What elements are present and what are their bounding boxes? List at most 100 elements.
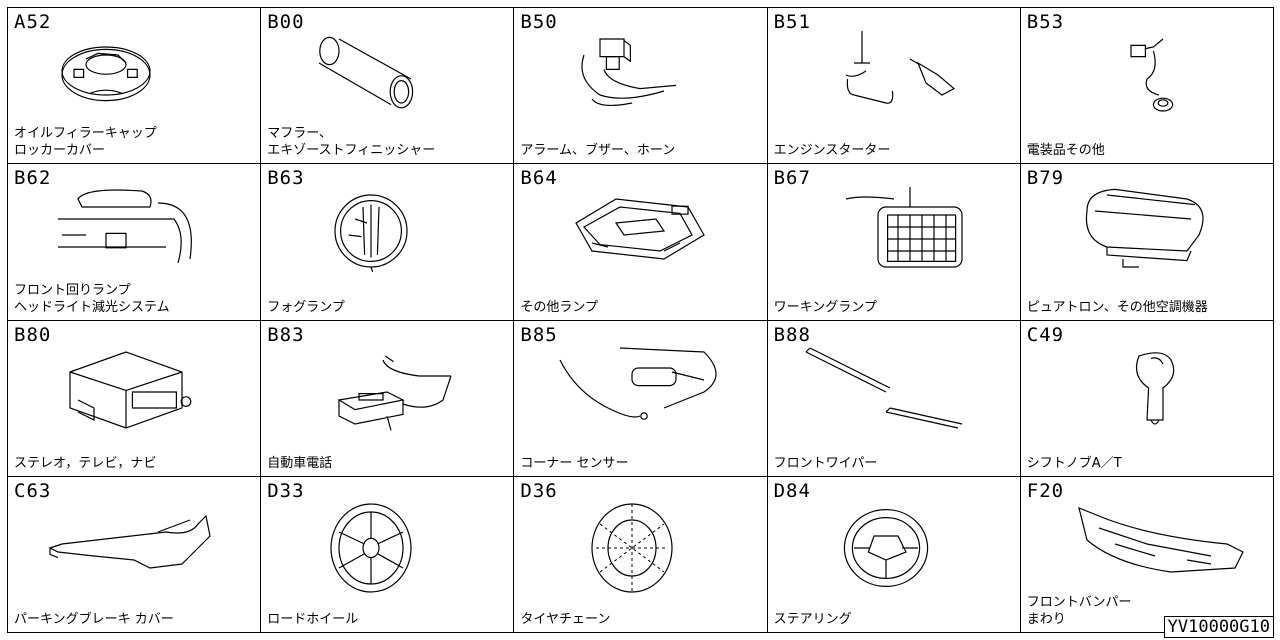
parts-category-grid: A52 オイルフィラーキャップロッカーカバー B00 マフラー、エキゾーストフィニッシ… (7, 7, 1274, 633)
category-label-line: ヘッドライト減光システム (14, 299, 170, 315)
category-label: ロードホイール (267, 611, 358, 628)
category-label-line: その他ランプ (520, 299, 599, 315)
category-label: エンジンスターター (774, 142, 891, 159)
category-cell-b53[interactable]: B53 電装品その他 (1020, 8, 1274, 165)
category-cell-b51[interactable]: B51 エンジンスターター (767, 8, 1021, 165)
category-code: B85 (520, 323, 558, 346)
category-cell-b79[interactable]: B79 ピュアトロン、その他空調機器 (1020, 164, 1274, 321)
category-cell-d33[interactable]: D33 ロードホイール (261, 476, 515, 633)
muffler-icon (291, 30, 491, 128)
category-code: B83 (267, 323, 305, 346)
category-label: ワーキングランプ (774, 299, 877, 316)
category-cell-b83[interactable]: B83 自動車電話 (261, 320, 515, 477)
category-cell-f20[interactable]: F20 フロントバンパーまわり (1020, 476, 1274, 633)
category-label-line: フロントワイパー (773, 455, 878, 471)
fog-lamp-icon (291, 186, 491, 284)
category-cell-b67[interactable]: B67 ワーキングランプ (767, 164, 1021, 321)
category-cell-b88[interactable]: B88 フロントワイパー (767, 320, 1021, 477)
category-code: B51 (773, 11, 811, 33)
category-code: B64 (520, 167, 558, 190)
category-code: C49 (1026, 323, 1065, 346)
category-label-line: アラーム、ブザー、ホーン (520, 143, 676, 159)
category-cell-a52[interactable]: A52 オイルフィラーキャップロッカーカバー (8, 8, 262, 165)
category-label-line: エンジンスターター (773, 143, 891, 159)
category-label-line: 電装品その他 (1026, 143, 1105, 159)
category-label-line: ワーキングランプ (773, 299, 877, 315)
category-label: シフトノブA／T (1027, 455, 1122, 472)
category-code: C63 (14, 479, 52, 502)
category-cell-d84[interactable]: D84 ステアリング (767, 476, 1021, 633)
engine-starter-icon (798, 30, 998, 128)
category-label-line: ステアリング (773, 612, 852, 627)
category-label-line: シフトノブA／T (1026, 455, 1122, 471)
category-label-line: 自動車電話 (267, 455, 333, 471)
category-label: マフラー、エキゾーストフィニッシャー (267, 125, 435, 159)
catalog-code: YV10000G10 (1163, 616, 1274, 638)
category-cell-b85[interactable]: B85 コーナー センサー (514, 320, 768, 477)
category-label-line: パーキングブレーキ カバー (14, 612, 174, 627)
category-label-line: フォグランプ (267, 299, 345, 315)
category-label: フロント回りランプヘッドライト減光システム (14, 282, 170, 316)
category-code: B67 (773, 167, 811, 190)
category-code: B79 (1026, 167, 1065, 190)
category-label-line: ロードホイール (267, 612, 359, 627)
air-purifier-icon (1051, 186, 1251, 284)
category-label-line: まわり (1026, 612, 1066, 627)
category-label: オイルフィラーキャップロッカーカバー (14, 125, 157, 159)
corner-sensor-icon (544, 343, 744, 441)
category-label: タイヤチェーン (520, 611, 610, 628)
category-label: ステレオ，テレビ，ナビ (14, 455, 156, 472)
category-code: B63 (267, 167, 305, 190)
category-label-line: フロントバンパー (1026, 595, 1132, 610)
category-label-line: エキゾーストフィニッシャー (267, 143, 436, 159)
road-wheel-icon (291, 499, 491, 597)
category-code: B62 (14, 167, 52, 190)
category-code: D33 (267, 479, 305, 502)
category-label-line: マフラー、 (267, 126, 333, 142)
electrical-parts-icon (1051, 30, 1251, 128)
category-code: B88 (773, 323, 811, 346)
category-label: ピュアトロン、その他空調機器 (1027, 299, 1208, 316)
category-label-line: タイヤチェーン (520, 612, 611, 627)
car-phone-icon (291, 343, 491, 441)
category-label: 自動車電話 (267, 455, 332, 472)
category-cell-b63[interactable]: B63 フォグランプ (261, 164, 515, 321)
category-label-line: ロッカーカバー (14, 143, 106, 159)
front-bumper-icon (1051, 499, 1251, 597)
alarm-buzzer-icon (544, 30, 744, 128)
working-lamp-icon (798, 186, 998, 284)
category-code: B80 (14, 323, 52, 346)
category-label: その他ランプ (520, 299, 598, 316)
category-label: フロントバンパーまわり (1027, 594, 1132, 628)
category-label: パーキングブレーキ カバー (14, 611, 174, 628)
parking-brake-icon (38, 499, 238, 597)
category-code: A52 (14, 11, 52, 33)
category-cell-c63[interactable]: C63 パーキングブレーキ カバー (8, 476, 262, 633)
category-cell-b64[interactable]: B64 その他ランプ (514, 164, 768, 321)
shift-knob-icon (1051, 343, 1251, 441)
category-label-line: オイルフィラーキャップ (14, 126, 157, 142)
category-label: ステアリング (774, 611, 852, 628)
category-label: フォグランプ (267, 299, 345, 316)
category-cell-d36[interactable]: D36 タイヤチェーン (514, 476, 768, 633)
room-lamp-icon (544, 186, 744, 284)
wiper-icon (798, 343, 998, 441)
category-cell-b62[interactable]: B62 フロント回りランプヘッドライト減光システム (8, 164, 262, 321)
category-code: F20 (1026, 479, 1065, 502)
category-code: D36 (520, 479, 558, 502)
category-cell-b00[interactable]: B00 マフラー、エキゾーストフィニッシャー (261, 8, 515, 165)
category-label-line: コーナー センサー (520, 455, 629, 471)
category-code: B53 (1026, 11, 1065, 33)
oil-cap-icon (38, 30, 238, 128)
category-label-line: フロント回りランプ (14, 282, 131, 298)
category-label-line: ステレオ，テレビ，ナビ (14, 455, 157, 471)
stereo-icon (38, 343, 238, 441)
category-code: D84 (773, 479, 811, 502)
category-code: B00 (267, 11, 305, 33)
category-label: アラーム、ブザー、ホーン (520, 142, 675, 159)
category-label: コーナー センサー (520, 455, 628, 472)
steering-wheel-icon (798, 499, 998, 597)
category-cell-b80[interactable]: B80 ステレオ，テレビ，ナビ (8, 320, 262, 477)
category-cell-c49[interactable]: C49 シフトノブA／T (1020, 320, 1274, 477)
